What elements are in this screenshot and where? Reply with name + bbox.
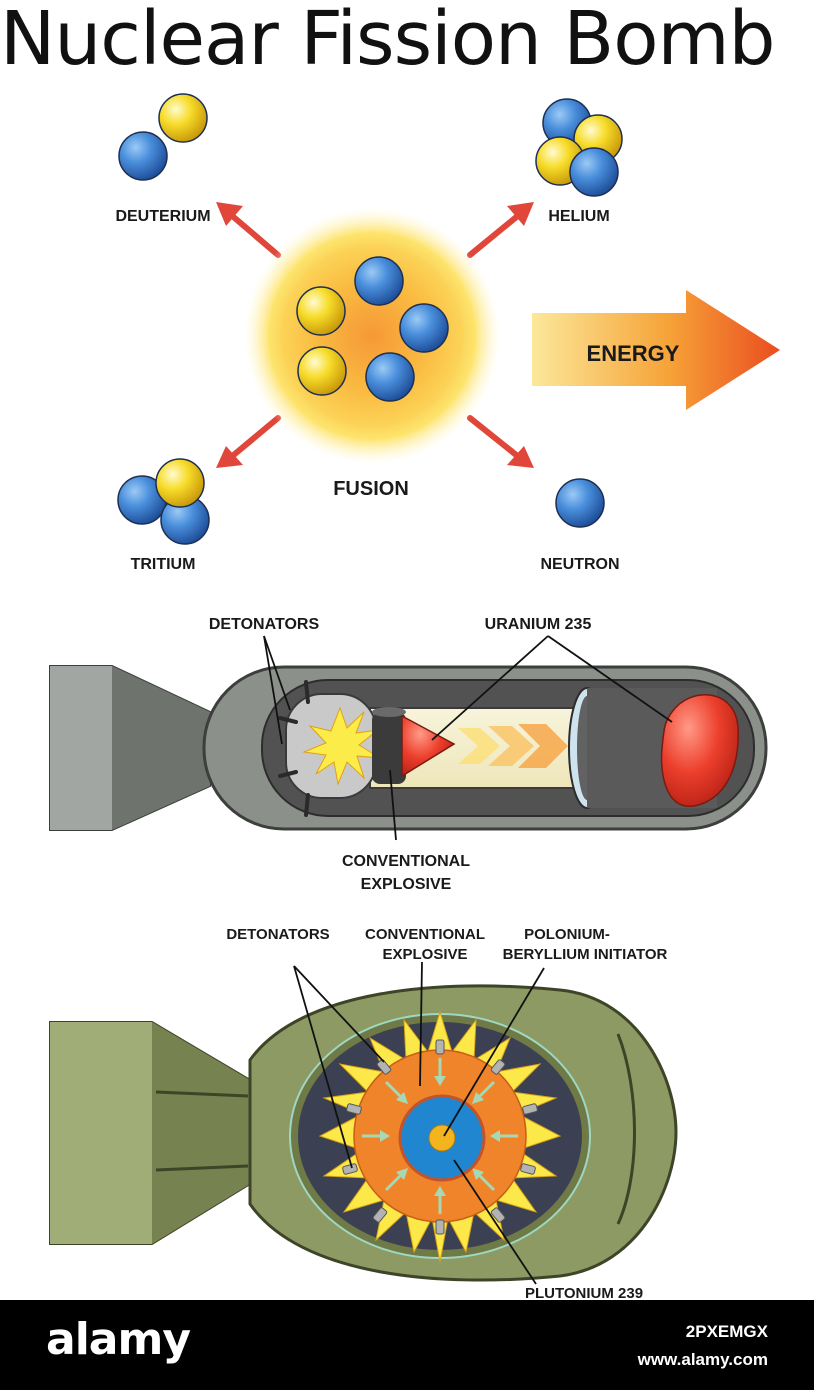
tritium-label: TRITIUM — [131, 556, 196, 573]
motion-chevrons — [458, 724, 568, 768]
uranium-235-label: URANIUM 235 — [485, 616, 592, 633]
fusion-nucleus — [296, 256, 449, 402]
gun-explosive-label-line2: EXPLOSIVE — [361, 876, 452, 893]
gun-type-bomb: DETONATORS URANIUM 235 CONVENTIONAL EXPL… — [49, 616, 768, 893]
diagram-canvas: DEUTERIUM HELIUM FUSION TRITIUM NEUTRON … — [49, 93, 780, 1300]
arrow-to-deuterium — [227, 211, 281, 258]
arrowhead-deuterium — [216, 202, 243, 226]
arrowhead-helium — [507, 202, 534, 226]
plutonium-239-label: PLUTONIUM 239 — [525, 1285, 643, 1300]
implosion-explosive-line2: EXPLOSIVE — [382, 946, 467, 963]
initiator-label-line2: BERYLLIUM INITIATOR — [503, 946, 668, 963]
deuterium-atom — [118, 93, 208, 181]
deuterium-label: DEUTERIUM — [115, 208, 210, 225]
neutron-label: NEUTRON — [540, 556, 619, 573]
site-url: www.alamy.com — [637, 1350, 768, 1369]
arrowhead-neutron — [507, 446, 534, 468]
fusion-glow — [244, 208, 500, 464]
implosion-bomb: DETONATORS CONVENTIONAL EXPLOSIVE POLONI… — [49, 926, 678, 1300]
helium-label: HELIUM — [548, 208, 609, 225]
gun-detonators-label: DETONATORS — [209, 616, 320, 633]
conventional-explosive-block — [372, 712, 406, 784]
implosion-detonators-label: DETONATORS — [226, 926, 329, 943]
proton-particle — [297, 346, 347, 396]
image-id: 2PXEMGX — [685, 1322, 768, 1341]
fusion-label: FUSION — [333, 478, 409, 500]
gun-leader-lines — [263, 635, 673, 841]
neutron-particle — [354, 256, 404, 306]
implosion-leader-lines — [293, 961, 545, 1285]
proton-particle — [296, 286, 346, 336]
arrowhead-tritium — [216, 446, 243, 468]
implosion-arrows — [362, 1058, 518, 1214]
neutron-particle — [365, 352, 415, 402]
uranium-projectile — [401, 714, 456, 778]
detonation-flash — [302, 706, 381, 786]
reaction-arrows — [216, 202, 534, 468]
fusion-section: DEUTERIUM HELIUM FUSION TRITIUM NEUTRON … — [115, 93, 780, 573]
page-title: Nuclear Fission Bomb — [0, 0, 776, 82]
arrow-to-tritium — [227, 415, 281, 461]
arrow-to-helium — [467, 211, 523, 258]
implosion-detonators — [342, 1039, 538, 1235]
implosion-explosive-line1: CONVENTIONAL — [365, 926, 485, 943]
tritium-atom — [117, 458, 210, 545]
uranium-target — [660, 694, 739, 807]
alamy-logo: alamy — [46, 1314, 191, 1365]
initiator-core — [428, 1124, 456, 1152]
neutron-particle — [399, 303, 449, 353]
watermark-footer: alamy 2PXEMGX www.alamy.com — [0, 1300, 814, 1390]
free-neutron — [555, 478, 605, 528]
arrow-to-neutron — [467, 415, 523, 461]
energy-label: ENERGY — [587, 341, 680, 366]
initiator-label-line1: POLONIUM- — [524, 926, 610, 943]
energy-arrow — [532, 290, 780, 410]
helium-atom — [535, 98, 623, 197]
gun-explosive-label-line1: CONVENTIONAL — [342, 853, 470, 870]
detonator-pins — [278, 680, 310, 817]
